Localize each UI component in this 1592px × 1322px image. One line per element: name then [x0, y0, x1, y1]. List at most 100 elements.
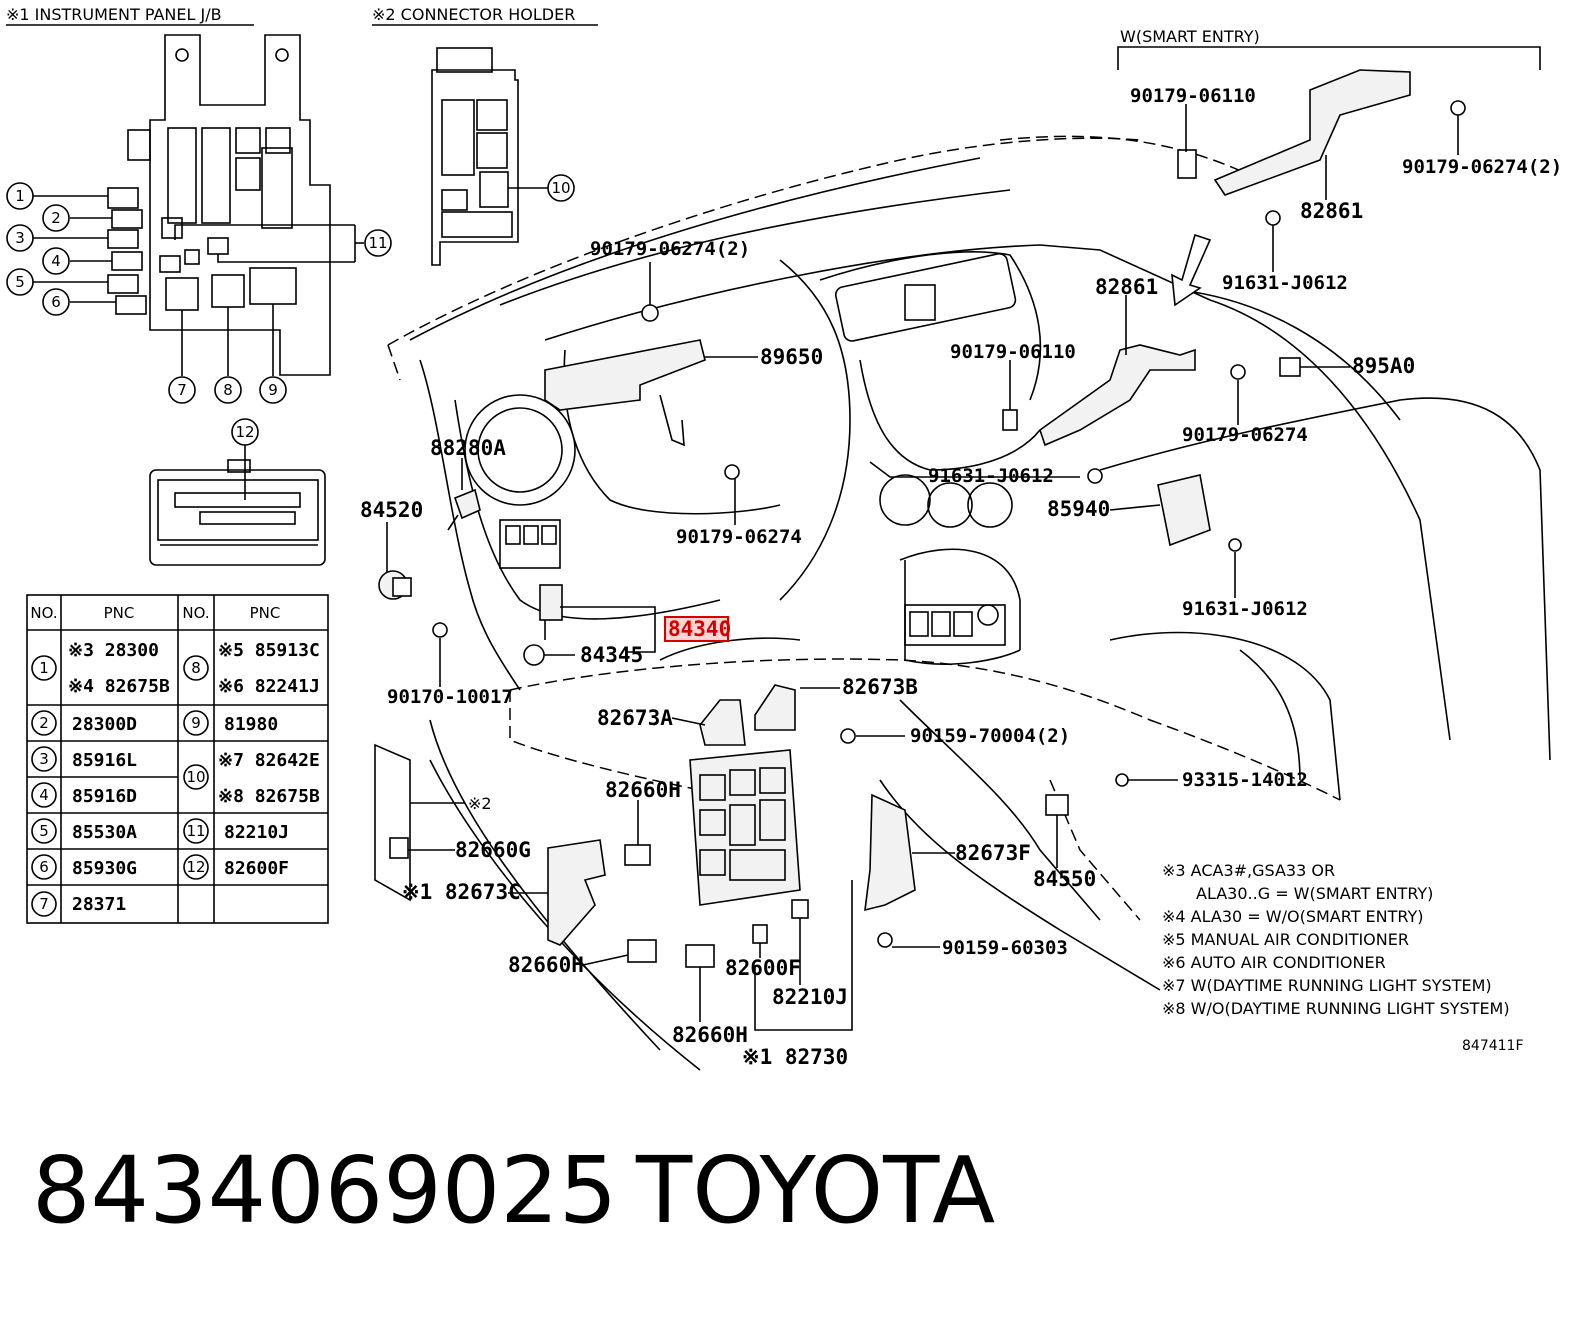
table-row-no: 3 — [39, 750, 49, 768]
label-85940: 85940 — [1047, 497, 1110, 521]
table-row-no: 10 — [186, 768, 205, 786]
label-895a0: 895A0 — [1352, 354, 1415, 378]
table-cell-pnc: 85916D — [72, 786, 137, 807]
label-82660h-a: 82660H — [605, 778, 681, 802]
label-90179-06274-2-a: 90179-06274(2) — [1402, 156, 1562, 178]
table-row-no: 9 — [191, 714, 201, 732]
label-93315-14012: 93315-14012 — [1182, 769, 1308, 791]
label-84340: 84340 — [668, 617, 731, 641]
label-82730: ※1 82730 — [742, 1045, 848, 1069]
table-cell-pnc: ※5 85913C — [218, 640, 320, 661]
note-5: ※5 MANUAL AIR CONDITIONER — [1162, 930, 1409, 949]
table-row-no: 2 — [39, 714, 49, 732]
callout-3: 3 — [15, 229, 25, 247]
highlight-84340 — [664, 616, 729, 642]
table-row-no: 11 — [186, 822, 205, 840]
callout-5: 5 — [15, 273, 25, 291]
pnc-table: NO. PNC NO. PNC 1 ※3 28300 ※4 82675B 2 2… — [26, 594, 329, 924]
label-82673b: 82673B — [842, 675, 918, 699]
table-cell-pnc: 85530A — [72, 822, 137, 843]
part-glyphs — [374, 69, 1466, 968]
table-cell-pnc: 82210J — [224, 822, 289, 843]
label-82660h-c: 82660H — [672, 1023, 748, 1047]
label-note-2: ※2 — [468, 794, 492, 813]
table-header-pnc-left: PNC — [104, 604, 135, 622]
label-82660h-b: 82660H — [508, 953, 584, 977]
table-cell-pnc: 81980 — [224, 714, 278, 735]
note-3: ※3 ACA3#,GSA33 OR — [1162, 861, 1335, 880]
table-cell-pnc: 85916L — [72, 750, 137, 771]
label-90179-06274-b: 90179-06274 — [676, 526, 802, 548]
label-90159-60303: 90159-60303 — [942, 937, 1068, 959]
diagram-code: 847411F — [1462, 1038, 1524, 1054]
footer: 8434069025 TOYOTA — [32, 1137, 995, 1244]
table-row-no: 12 — [186, 858, 205, 876]
inset-instrument-panel-jb: ※1 INSTRUMENT PANEL J/B — [6, 5, 392, 404]
leader-lines — [386, 104, 1459, 1031]
footer-part-number: 8434069025 — [32, 1137, 617, 1244]
label-82673a: 82673A — [597, 706, 673, 730]
callout-11: 11 — [368, 234, 387, 252]
note-3-cont: ALA30..G = W(SMART ENTRY) — [1196, 884, 1433, 903]
label-82861-a: 82861 — [1300, 199, 1363, 223]
label-90170-10017: 90170-10017 — [387, 686, 513, 708]
label-82660g: 82660G — [455, 838, 531, 862]
notes: ※3 ACA3#,GSA33 OR ALA30..G = W(SMART ENT… — [1162, 861, 1524, 1054]
table-cell-pnc: 85930G — [72, 858, 137, 879]
table-cell-pnc: ※8 82675B — [218, 786, 320, 807]
label-90159-70004-2: 90159-70004(2) — [910, 725, 1070, 747]
inset-module-12: 12 — [149, 418, 326, 566]
note-6: ※6 AUTO AIR CONDITIONER — [1162, 953, 1386, 972]
table-cell-pnc: 28371 — [72, 894, 126, 915]
table-row-no: 5 — [39, 822, 49, 840]
table-cell-pnc: ※7 82642E — [218, 750, 320, 771]
inset-title-connector: ※2 CONNECTOR HOLDER — [372, 5, 575, 24]
callout-8: 8 — [223, 381, 233, 399]
label-84345: 84345 — [580, 643, 643, 667]
label-88280a: 88280A — [430, 436, 506, 460]
label-89650: 89650 — [760, 345, 823, 369]
callout-4: 4 — [51, 252, 61, 270]
note-7: ※7 W(DAYTIME RUNNING LIGHT SYSTEM) — [1162, 976, 1492, 995]
dashboard-outline — [387, 135, 1551, 1071]
table-header-no-right: NO. — [182, 604, 209, 622]
label-90179-06274-a: 90179-06274 — [1182, 424, 1308, 446]
table-row-no: 1 — [39, 659, 49, 677]
table-header-pnc-right: PNC — [250, 604, 281, 622]
label-82673f: 82673F — [955, 841, 1031, 865]
label-82600f: 82600F — [725, 956, 801, 980]
callout-2: 2 — [51, 209, 61, 227]
label-82861-b: 82861 — [1095, 275, 1158, 299]
note-4: ※4 ALA30 = W/O(SMART ENTRY) — [1162, 907, 1424, 926]
table-cell-pnc: 28300D — [72, 714, 137, 735]
label-82673c: ※1 82673C — [402, 880, 521, 904]
table-row-no: 8 — [191, 659, 201, 677]
footer-brand: TOYOTA — [635, 1137, 995, 1244]
inset-title-jb: ※1 INSTRUMENT PANEL J/B — [6, 5, 222, 24]
table-row-no: 4 — [39, 786, 49, 804]
smart-entry-frame: W(SMART ENTRY) — [1117, 27, 1541, 70]
label-84550: 84550 — [1033, 867, 1096, 891]
inset-connector-holder: ※2 CONNECTOR HOLDER 10 — [372, 5, 598, 266]
label-91631-j0612-a: 91631-J0612 — [1222, 272, 1348, 294]
callout-12: 12 — [235, 423, 254, 441]
callout-7: 7 — [177, 381, 187, 399]
table-row-no: 6 — [39, 858, 49, 876]
callout-6: 6 — [51, 293, 61, 311]
label-82210j: 82210J — [772, 985, 848, 1009]
label-90179-06274-2-b: 90179-06274(2) — [590, 238, 750, 260]
label-91631-j0612-c: 91631-J0612 — [1182, 598, 1308, 620]
callout-1: 1 — [15, 187, 25, 205]
note-8: ※8 W/O(DAYTIME RUNNING LIGHT SYSTEM) — [1162, 999, 1510, 1018]
table-row-no: 7 — [39, 895, 49, 913]
part-labels: 90179-06110 90179-06274(2) 82861 91631-J… — [360, 85, 1562, 1069]
smart-entry-title: W(SMART ENTRY) — [1120, 27, 1260, 46]
label-90179-06110-b: 90179-06110 — [950, 341, 1076, 363]
label-84520: 84520 — [360, 498, 423, 522]
callout-9: 9 — [268, 381, 278, 399]
table-header-no-left: NO. — [30, 604, 57, 622]
table-cell-pnc: ※4 82675B — [68, 676, 170, 697]
table-cell-pnc: ※3 28300 — [68, 640, 159, 661]
